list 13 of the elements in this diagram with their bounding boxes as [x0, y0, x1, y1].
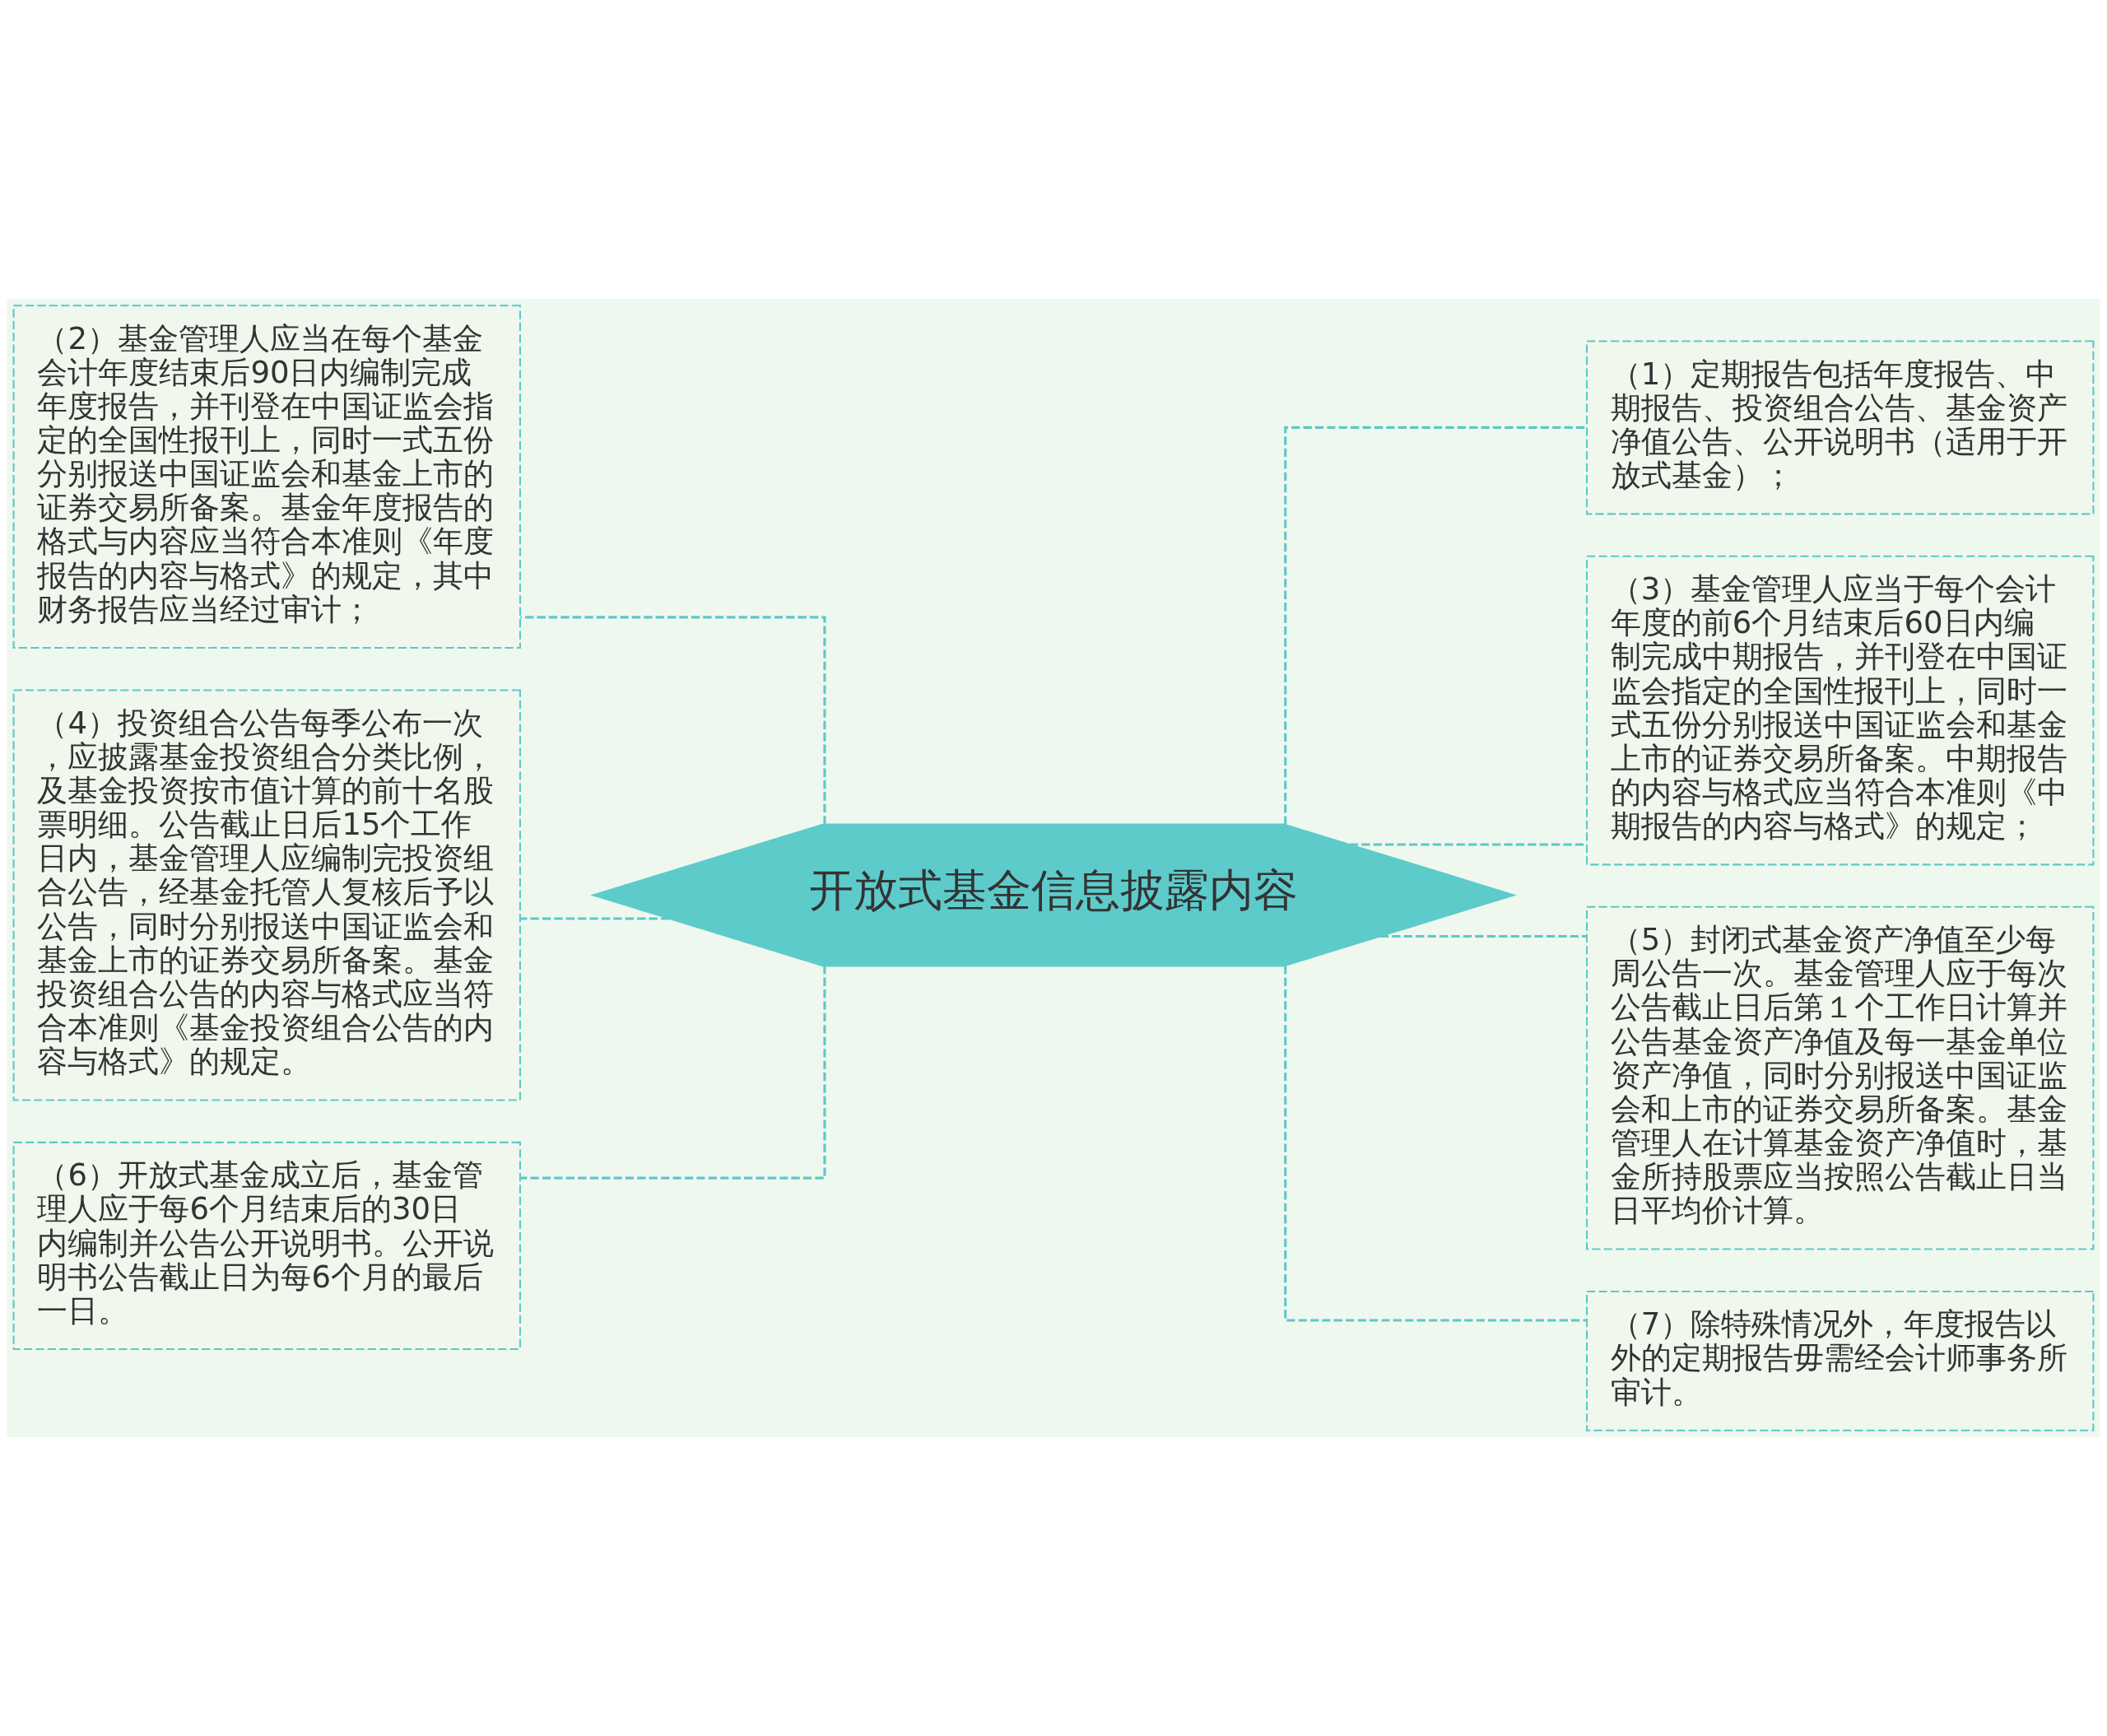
- node-box: （7）除特殊情况外，年度报告以外的定期报告毋需经会计师事务所审计。: [1586, 1291, 2095, 1431]
- connector: [520, 966, 826, 1180]
- connector: [1284, 426, 1587, 825]
- node-box: （4）投资组合公告每季公布一次，应披露基金投资组合分类比例，及基金投资按市值计算的前十名股票明细。公告截止日后15个工作日内，基金管理人应编制完投资组合公告，经基金托管人复核后予以公告，同时分别报送中国证监会和基金上市的证券交易所备案。基金投资组合公告的内容与格式应当符合本准则《基金投资组合公告的内容与格式》的规定。: [12, 689, 521, 1101]
- node-box: （1）定期报告包括年度报告、中期报告、投资组合公告、基金资产净值公告、公开说明书（适用于开放式基金）；: [1586, 340, 2095, 515]
- node-box: （6）开放式基金成立后，基金管理人应于每6个月结束后的30日内编制并公告公开说明书。公开说明书公告截止日为每6个月的最后一日。: [12, 1141, 521, 1350]
- connector: [520, 616, 826, 825]
- connector: [1284, 966, 1587, 1322]
- node-box: （3）基金管理人应当于每个会计年度的前6个月结束后60日内编制完成中期报告，并刊登在中国证监会指定的全国性报刊上，同时一式五份分别报送中国证监会和基金上市的证券交易所备案。中期报告的内容与格式应当符合本准则《中期报告的内容与格式》的规定；: [1586, 555, 2095, 866]
- connector: [520, 917, 670, 920]
- connector: [1380, 934, 1587, 938]
- node-box: （2）基金管理人应当在每个基金会计年度结束后90日内编制完成年度报告，并刊登在中国证监会指定的全国性报刊上，同时一式五份分别报送中国证监会和基金上市的证券交易所备案。基金年度报告的格式与内容应当符合本准则《年度报告的内容与格式》的规定，其中财务报告应当经过审计；: [12, 305, 521, 649]
- node-box: （5）封闭式基金资产净值至少每周公告一次。基金管理人应于每次公告截止日后第１个工作日计算并公告基金资产净值及每一基金单位资产净值，同时分别报送中国证监会和上市的证券交易所备案。基金管理人在计算基金资产净值时，基金所持股票应当按照公告截止日当日平均价计算。: [1586, 905, 2095, 1250]
